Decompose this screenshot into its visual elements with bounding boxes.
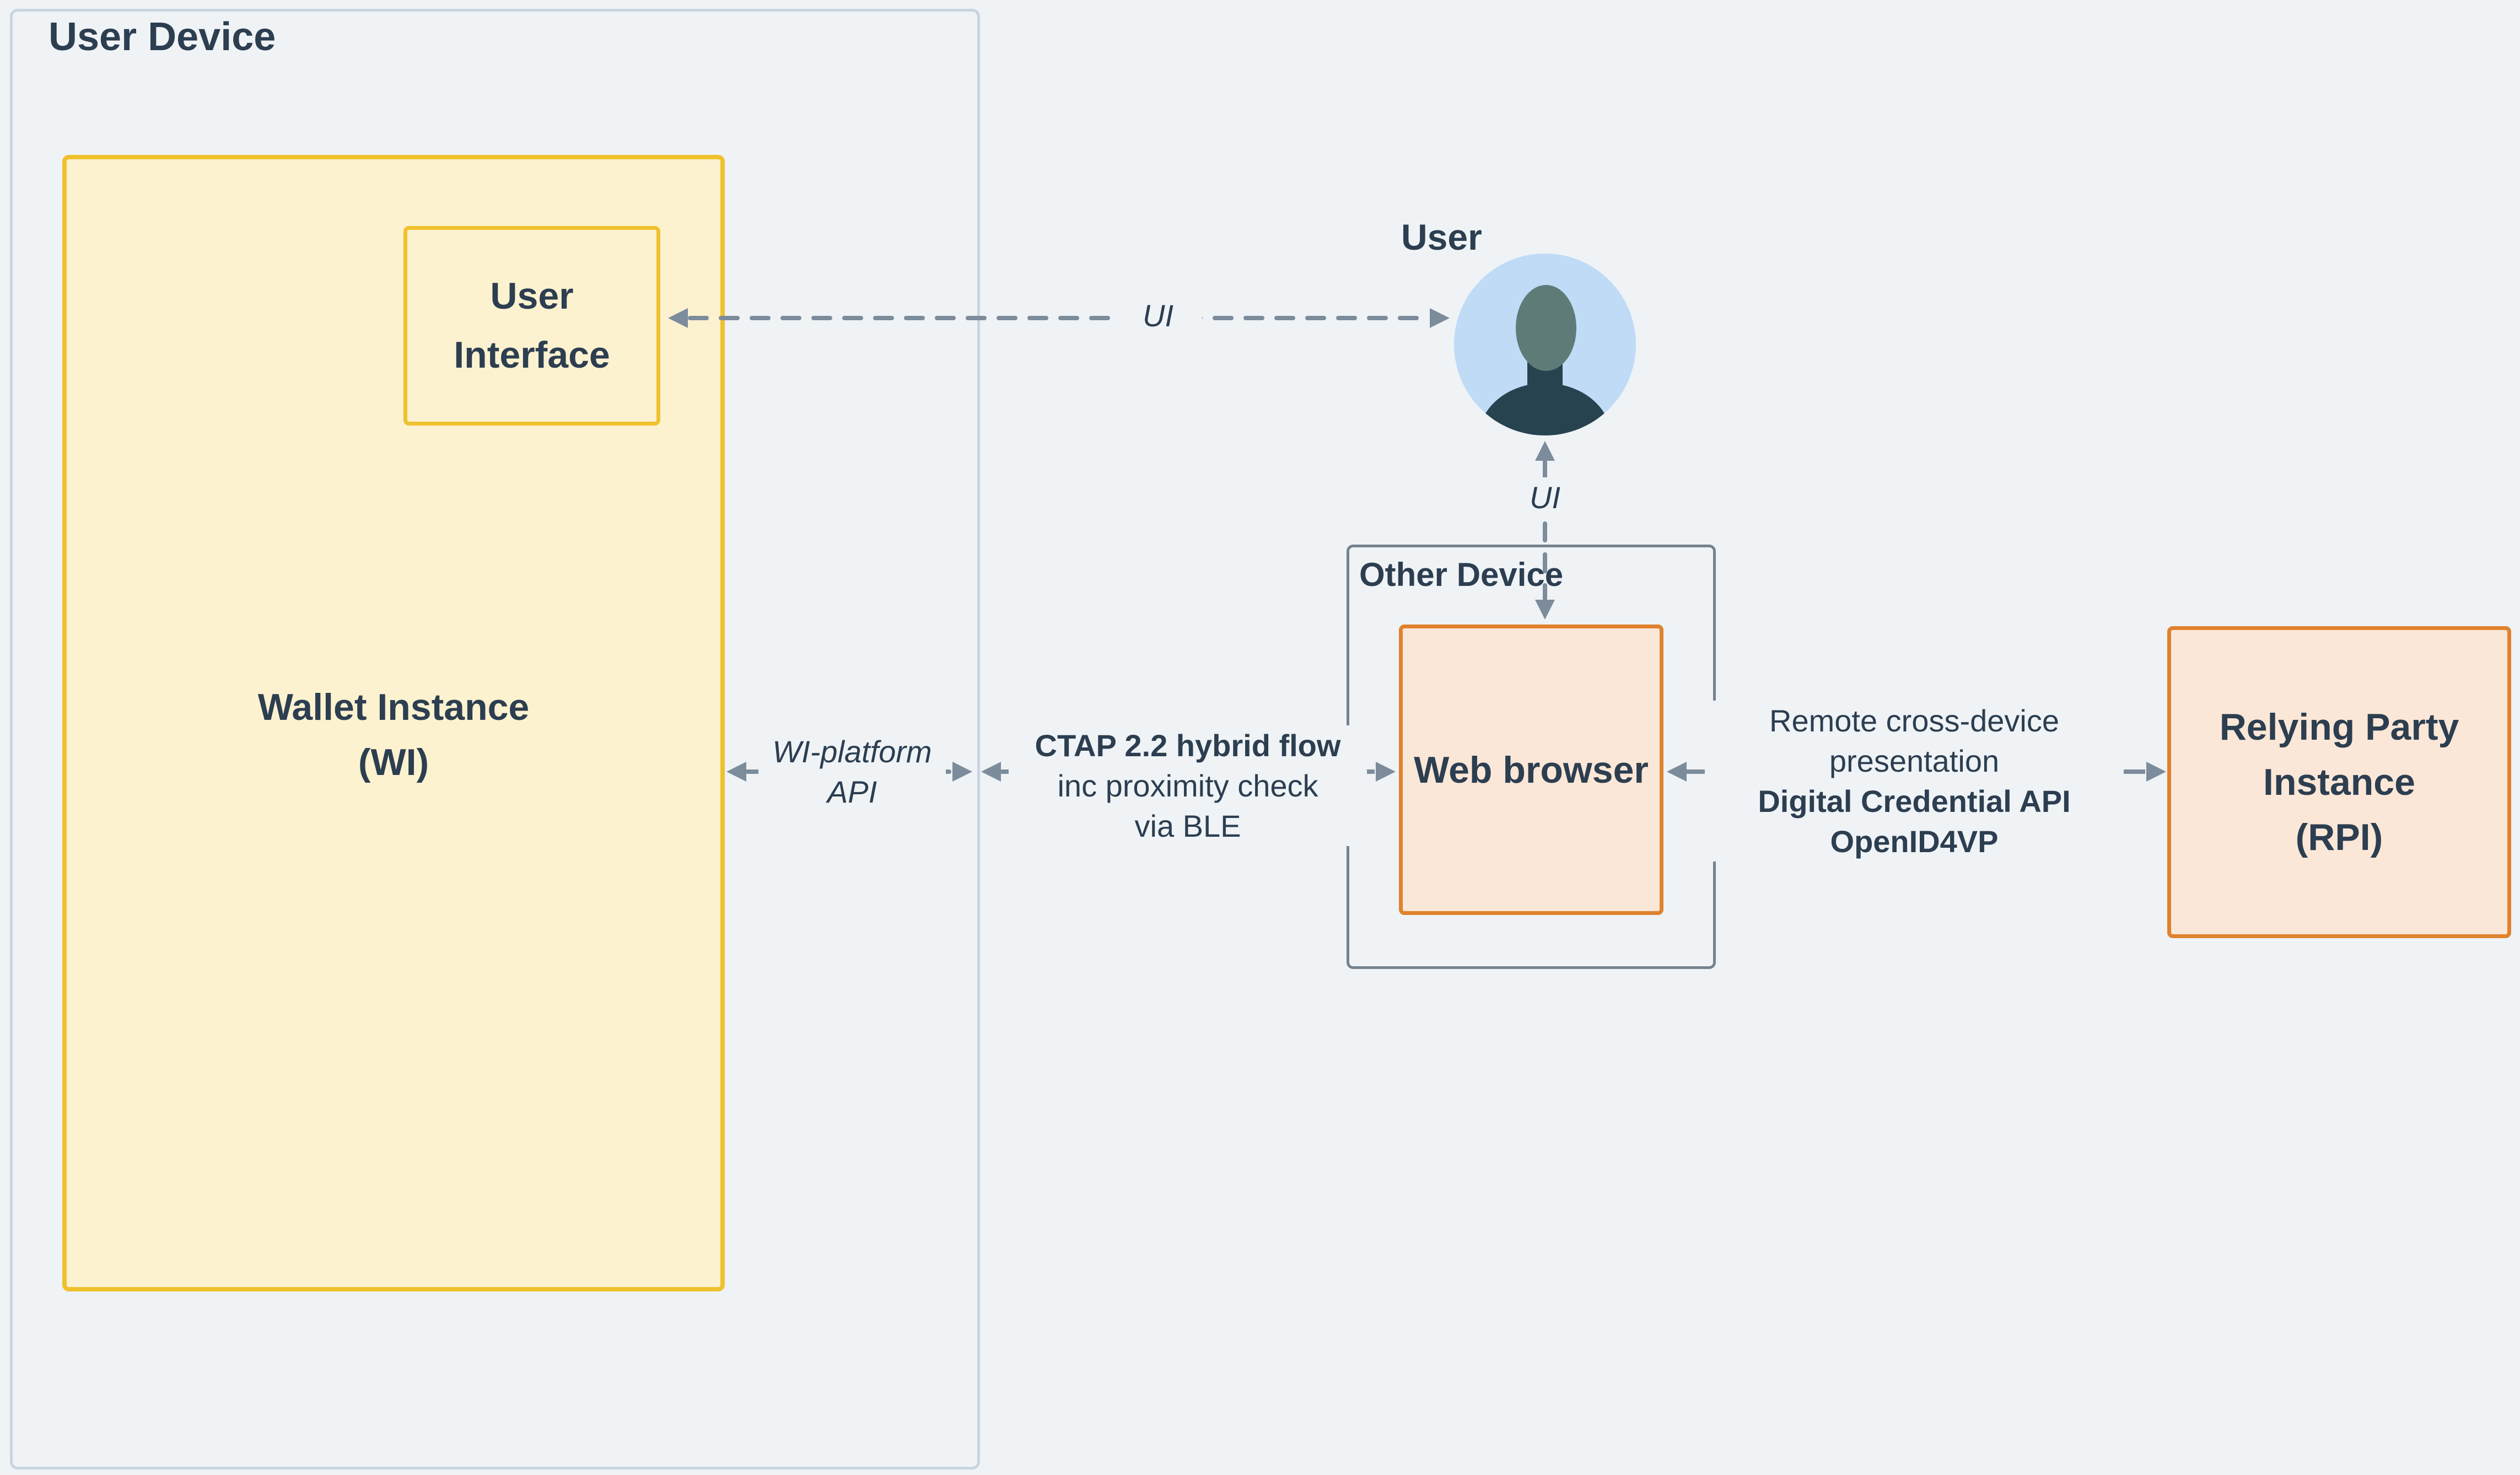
ctap-arrow-label: CTAP 2.2 hybrid flow inc proximity check… xyxy=(1009,725,1367,846)
ctap-arrowhead-left-icon xyxy=(981,762,1001,782)
ui-horizontal-arrow-label: UI xyxy=(1114,295,1202,336)
ctap-line1: CTAP 2.2 hybrid flow xyxy=(1035,728,1341,763)
user-device-box xyxy=(10,9,980,1469)
ui-vertical-arrowhead-up-icon xyxy=(1535,441,1555,461)
relying-party-instance-box: Relying Party Instance (RPI) xyxy=(2167,626,2511,938)
remote-line2: presentation xyxy=(1829,744,2000,778)
other-device-label: Other Device xyxy=(1359,556,1564,593)
user-interface-label-line1: User xyxy=(490,275,574,317)
rpi-label-line3: (RPI) xyxy=(2295,816,2383,858)
remote-line1: Remote cross-device xyxy=(1769,703,2059,738)
user-interface-label-line2: Interface xyxy=(454,334,610,376)
remote-line4: OpenID4VP xyxy=(1830,824,1999,859)
ui-vertical-arrow-label: UI xyxy=(1501,477,1589,518)
remote-line3: Digital Credential API xyxy=(1758,784,2071,819)
wallet-instance-label-line1: Wallet Instance xyxy=(257,686,530,728)
ctap-line2: inc proximity check xyxy=(1057,768,1318,803)
user-avatar-icon xyxy=(1454,254,1636,435)
remote-presentation-arrow-label: Remote cross-device presentation Digital… xyxy=(1705,701,2124,862)
user-label: User xyxy=(1401,217,1482,257)
rpi-label-line2: Instance xyxy=(2263,761,2415,803)
remote-arrowhead-right-icon xyxy=(2146,762,2166,782)
wi-platform-api-line1: WI-platform xyxy=(772,734,932,769)
wallet-instance-box xyxy=(62,155,725,1291)
wallet-instance-label-line2: (WI) xyxy=(358,741,429,783)
rpi-label-line1: Relying Party xyxy=(2219,706,2459,748)
user-interface-box: User Interface xyxy=(403,226,660,426)
web-browser-box: Web browser xyxy=(1399,625,1663,915)
relying-party-instance-label: Relying Party Instance (RPI) xyxy=(2220,699,2459,865)
web-browser-label: Web browser xyxy=(1414,749,1649,791)
wi-platform-api-arrow-label: WI-platform API xyxy=(758,731,946,812)
wi-platform-api-line2: API xyxy=(827,774,877,809)
user-device-label: User Device xyxy=(49,15,276,59)
wallet-instance-label: Wallet Instance (WI) xyxy=(62,680,725,790)
user-interface-label: User Interface xyxy=(454,267,610,385)
ui-horizontal-arrowhead-right-icon xyxy=(1430,308,1450,328)
ctap-line3: via BLE xyxy=(1134,809,1241,843)
